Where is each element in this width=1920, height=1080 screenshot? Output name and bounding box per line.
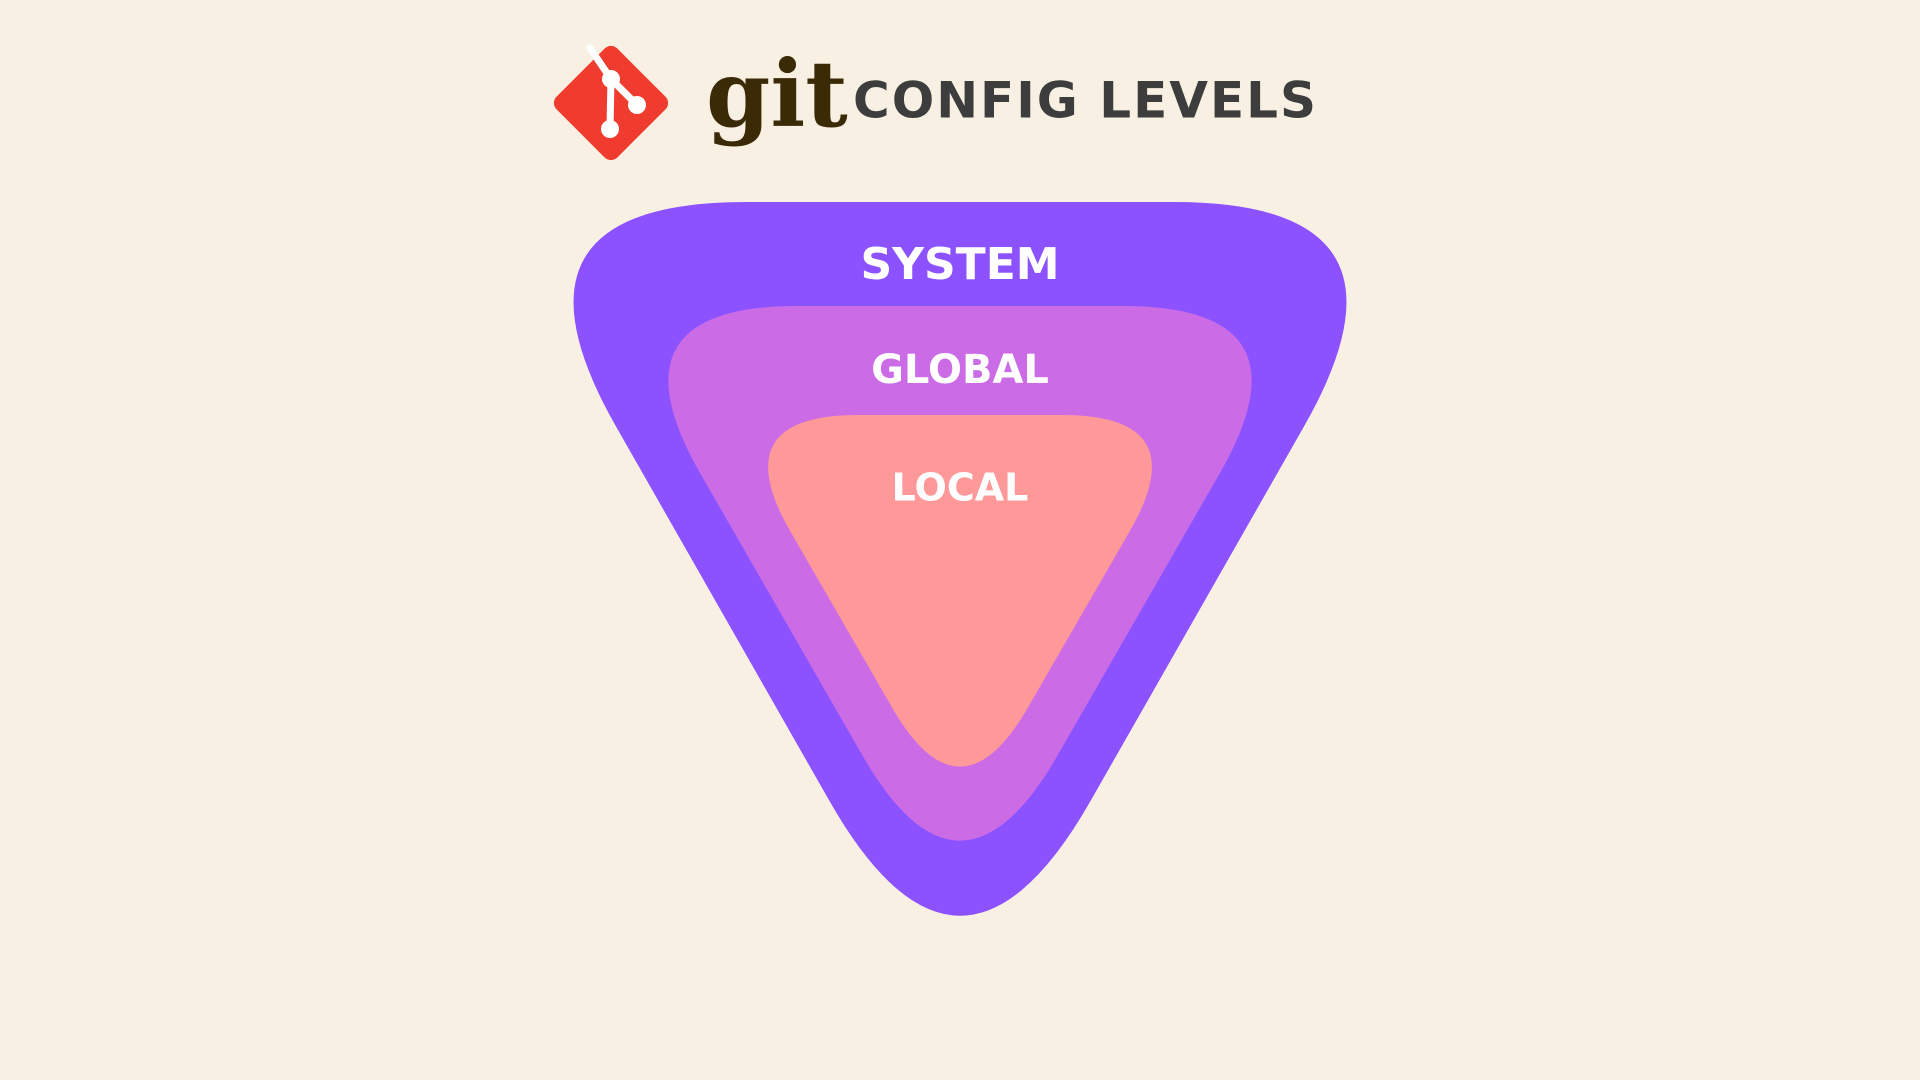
page-title: CONFIG LEVELS [853, 72, 1318, 130]
level-label-system: SYSTEM [860, 239, 1059, 290]
levels-group: SYSTEM GLOBAL LOCAL [573, 202, 1347, 916]
level-label-global: GLOBAL [871, 347, 1049, 393]
level-label-local: LOCAL [892, 466, 1029, 510]
git-wordmark: git [706, 40, 848, 148]
git-branch-nodes [601, 70, 646, 138]
level-shape-local [768, 415, 1152, 767]
